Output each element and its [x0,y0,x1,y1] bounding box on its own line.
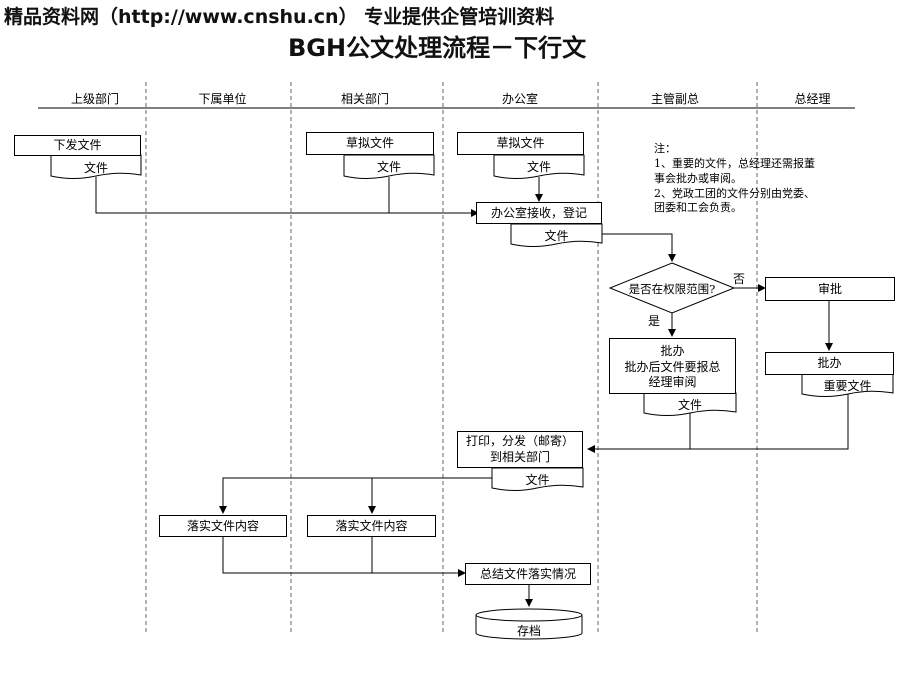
vp-handle-box: 批办 批办后文件要报总 经理审阅 [609,338,736,394]
doc-shape-draft1 [343,154,435,179]
note-line1: 1、重要的文件，总经理还需报董 [654,156,815,170]
print-line2: 到相关部门 [489,449,550,464]
vp-handle-line1: 批办 [660,344,685,358]
flow-impl-to-summary [222,537,466,577]
lane-dividers [145,82,758,635]
decision-no-label: 否 [733,272,746,286]
archive-cylinder [475,608,583,640]
flow-receive-to-decision [602,233,676,262]
doc-shape-draft2 [493,154,585,179]
watermark: 精品资料网（http://www.cnshu.cn） 专业提供企管培训资料 [4,6,555,28]
note-line3: 2、党政工团的文件分别由党委、 [654,186,815,200]
lane-header-ceo: 总经理 [794,92,831,106]
ceo-doc-label: 重要文件 [823,379,872,393]
lane-header-superior: 上级部门 [70,92,119,106]
issue-doc-label: 文件 [83,161,108,175]
archive-label: 存档 [516,624,541,638]
doc-shape-print [491,467,584,491]
doc-shape-receive [510,223,603,247]
note-line2: 事会批办或审阅。 [654,171,742,185]
doc-shape-issue [50,154,142,179]
draft2-doc-label: 文件 [526,160,551,174]
flow-vp-to-print [587,413,691,453]
ceo-handle-box: 批办 [765,352,894,375]
decision-yes-label: 是 [648,314,661,328]
draft-document-box-related: 草拟文件 [306,132,434,155]
draft1-doc-label: 文件 [376,160,401,174]
implement-box-subordinate: 落实文件内容 [159,515,287,537]
print-distribute-box: 打印，分发（邮寄） 到相关部门 [457,431,583,468]
note-text: 注： 1、重要的文件，总经理还需报董 事会批办或审阅。 2、党政工团的文件分别由… [654,142,854,216]
vp-handle-line2: 批办后文件要报总 [624,359,721,374]
flow-issue-to-receive [95,177,479,217]
issue-document-box: 下发文件 [14,135,141,156]
note-head: 注： [654,142,676,155]
implement-box-related: 落实文件内容 [307,515,436,537]
ceo-approve-box: 审批 [765,277,895,301]
lane-header-office: 办公室 [501,92,538,106]
lane-header-subordinate: 下属单位 [198,92,247,106]
office-receive-box: 办公室接收，登记 [476,202,602,224]
vp-doc-label: 文件 [677,398,702,412]
page-title: BGH公文处理流程－下行文 [288,34,587,62]
note-line4: 团委和工会负责。 [654,201,742,215]
decision-label: 是否在权限范围? [628,282,716,296]
print-doc-label: 文件 [525,473,550,487]
draft-document-box-office: 草拟文件 [457,132,584,155]
lane-header-related: 相关部门 [340,92,389,106]
flow-ceo-join [690,394,849,450]
lane-header-vp: 主管副总 [650,92,699,106]
doc-shape-vp [643,392,737,416]
summary-box: 总结文件落实情况 [465,563,591,585]
receive-doc-label: 文件 [544,229,569,243]
print-line1: 打印，分发（邮寄） [465,434,574,448]
doc-shape-ceo [801,373,894,397]
vp-handle-line3: 经理审阅 [648,375,697,390]
flow-print-to-impl1 [219,477,492,514]
